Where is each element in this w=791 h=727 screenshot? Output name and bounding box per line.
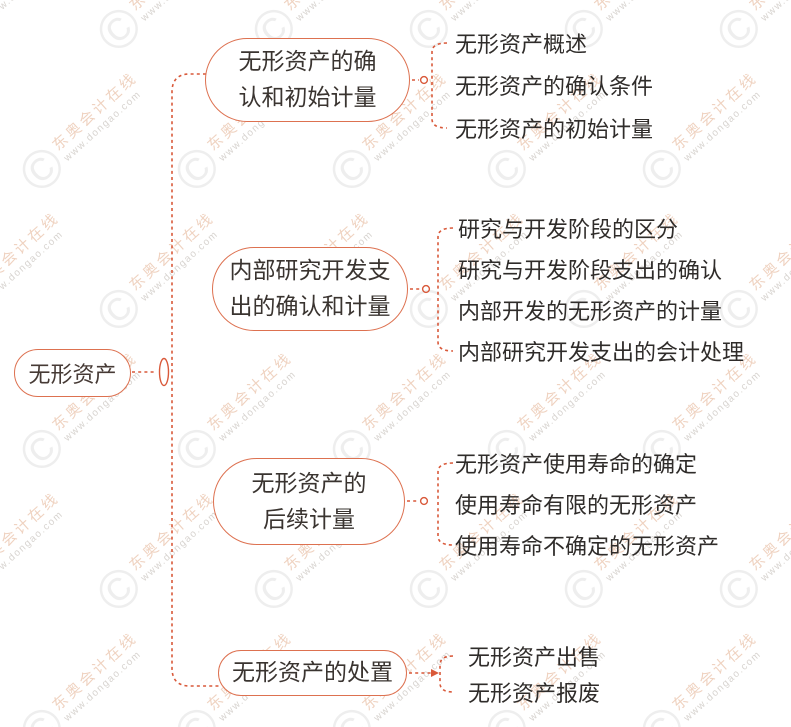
branch-node-3[interactable]: 无形资产的后续计量: [213, 458, 405, 545]
root-node[interactable]: 无形资产: [14, 349, 131, 397]
leaf-node[interactable]: 无形资产报废: [468, 681, 601, 706]
leaf-node[interactable]: 研究与开发阶段支出的确认: [458, 258, 723, 283]
root-node-label: 无形资产: [28, 362, 117, 387]
leaf-node[interactable]: 无形资产的初始计量: [455, 117, 654, 142]
branch-node-2[interactable]: 内部研究开发支出的确认和计量: [212, 247, 408, 331]
branch-node-2-label-line: 内部研究开发支: [229, 258, 391, 283]
branch-node-1-label-line: 无形资产的确: [238, 49, 377, 74]
leaf-node[interactable]: 无形资产概述: [455, 32, 588, 57]
branch-node-3-label-line: 无形资产的: [251, 470, 367, 496]
branch-node-3-label-line: 后续计量: [263, 506, 355, 532]
branch-node-1[interactable]: 无形资产的确认和初始计量: [205, 38, 410, 122]
leaf-node[interactable]: 无形资产使用寿命的确定: [455, 452, 698, 477]
leaf-node[interactable]: 无形资产出售: [468, 645, 601, 670]
leaf-node[interactable]: 研究与开发阶段的区分: [458, 217, 679, 242]
branch-node-4-label-line: 无形资产的处置: [232, 660, 393, 685]
leaf-node[interactable]: 内部研究开发支出的会计处理: [458, 340, 745, 365]
leaf-node[interactable]: 内部开发的无形资产的计量: [458, 299, 723, 324]
branch-node-1-label-line: 认和初始计量: [238, 85, 377, 110]
leaf-node[interactable]: 使用寿命不确定的无形资产: [455, 534, 720, 559]
branch-node-2-label-line: 出的确认和计量: [229, 294, 391, 319]
leaf-node[interactable]: 无形资产的确认条件: [455, 74, 654, 99]
branch-node-4[interactable]: 无形资产的处置: [218, 650, 407, 696]
leaf-node[interactable]: 使用寿命有限的无形资产: [455, 493, 698, 518]
